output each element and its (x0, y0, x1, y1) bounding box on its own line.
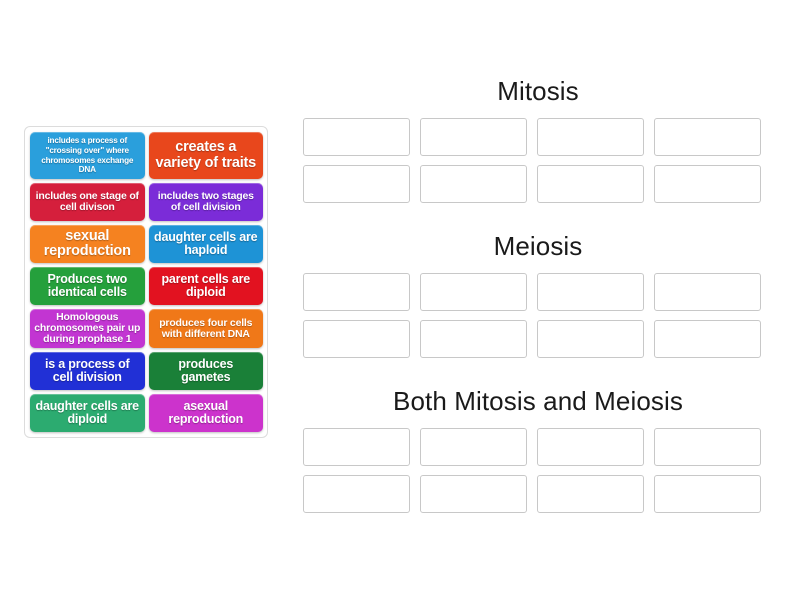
answer-tile[interactable]: daughter cells are haploid (148, 225, 263, 263)
drop-slot[interactable] (537, 273, 644, 311)
drop-slot[interactable] (537, 428, 644, 466)
answer-tile[interactable]: parent cells are diploid (148, 267, 263, 305)
answer-tile[interactable]: asexual reproduction (148, 394, 263, 433)
drop-slot[interactable] (537, 165, 644, 203)
drop-slot[interactable] (420, 165, 527, 203)
category-title-meiosis: Meiosis (493, 231, 583, 261)
drop-slot[interactable] (420, 118, 527, 156)
answer-tile[interactable]: Produces two identical cells (30, 267, 145, 305)
drop-slot[interactable] (537, 118, 644, 156)
answer-tile[interactable]: includes a process of "crossing over" wh… (30, 132, 145, 179)
drop-slot[interactable] (303, 320, 410, 358)
category-title-both: Both Mitosis and Meiosis (393, 386, 683, 416)
answer-tile[interactable]: sexual reproduction (30, 225, 145, 263)
answer-tile[interactable]: includes two stages of cell division (148, 183, 263, 221)
drop-slot[interactable] (654, 118, 761, 156)
drop-slot[interactable] (537, 320, 644, 358)
answer-tile[interactable]: includes one stage of cell divison (30, 183, 145, 221)
slot-grid-both (303, 428, 773, 513)
drop-slot[interactable] (654, 320, 761, 358)
answer-tile[interactable]: Homologous chromosomes pair up during pr… (30, 309, 145, 349)
answer-tile[interactable]: produces four cells with different DNA (148, 309, 263, 349)
tile-tray: includes a process of "crossing over" wh… (24, 126, 268, 439)
drop-slot[interactable] (420, 428, 527, 466)
drop-slot[interactable] (303, 165, 410, 203)
drop-slot[interactable] (303, 118, 410, 156)
slot-grid-meiosis (303, 273, 773, 358)
drop-slot[interactable] (303, 475, 410, 513)
drop-slot[interactable] (420, 320, 527, 358)
category-meiosis: Meiosis (303, 231, 773, 358)
drop-slot[interactable] (303, 273, 410, 311)
drop-slot[interactable] (303, 428, 410, 466)
category-mitosis: Mitosis (303, 76, 773, 203)
tile-row: includes a process of "crossing over" wh… (30, 132, 263, 179)
category-both-mitosis-and-meiosis: Both Mitosis and Meiosis (303, 386, 773, 513)
drop-slot[interactable] (654, 165, 761, 203)
answer-tile[interactable]: produces gametes (148, 352, 263, 391)
drop-slot[interactable] (654, 475, 761, 513)
answer-tile[interactable]: daughter cells are diploid (30, 394, 145, 433)
answer-tile[interactable]: is a process of cell division (30, 352, 145, 391)
drop-slot[interactable] (654, 428, 761, 466)
drop-slot[interactable] (420, 273, 527, 311)
answer-tile[interactable]: creates a variety of traits (148, 132, 263, 179)
tile-row: Homologous chromosomes pair up during pr… (30, 309, 263, 349)
drop-slot[interactable] (537, 475, 644, 513)
drop-slot[interactable] (420, 475, 527, 513)
drop-slot[interactable] (654, 273, 761, 311)
category-title-mitosis: Mitosis (497, 76, 579, 106)
slot-grid-mitosis (303, 118, 773, 203)
